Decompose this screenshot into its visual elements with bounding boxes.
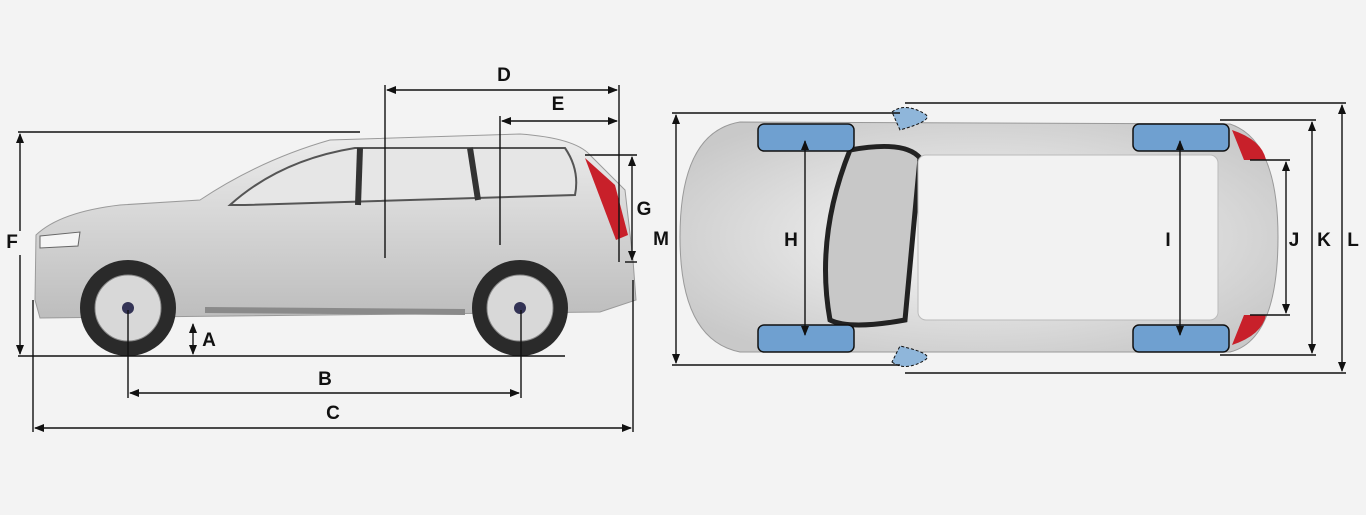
label-e: E [552, 94, 565, 115]
label-b: B [318, 369, 332, 390]
front-left-tire [757, 123, 855, 152]
mirror-right [891, 345, 928, 367]
label-k: K [1317, 230, 1331, 251]
mirror-left [891, 107, 928, 131]
dimension-labels: F A B C D E G M H I J K L [0, 65, 1359, 424]
front-wheel [80, 260, 176, 356]
label-c: C [326, 403, 340, 424]
roof [917, 154, 1219, 321]
rear-wheel [472, 260, 568, 356]
top-view-car [679, 107, 1279, 367]
label-d: D [497, 65, 511, 86]
label-l: L [1347, 230, 1359, 251]
tail-light-left [1232, 130, 1266, 160]
extension-lines [18, 85, 1346, 432]
label-a: A [202, 330, 216, 351]
windshield [823, 143, 923, 328]
label-j: J [1289, 230, 1300, 251]
label-f: F [6, 232, 18, 253]
label-h: H [784, 230, 798, 251]
side-view-car [34, 133, 637, 356]
tail-light [585, 158, 628, 240]
headlight [39, 231, 81, 249]
label-g: G [637, 199, 652, 220]
label-i: I [1165, 230, 1170, 251]
rear-right-tire [1132, 324, 1230, 353]
tail-light-right [1232, 315, 1266, 345]
rear-left-tire [1132, 123, 1230, 152]
label-m: M [653, 229, 669, 250]
front-right-tire [757, 324, 855, 353]
